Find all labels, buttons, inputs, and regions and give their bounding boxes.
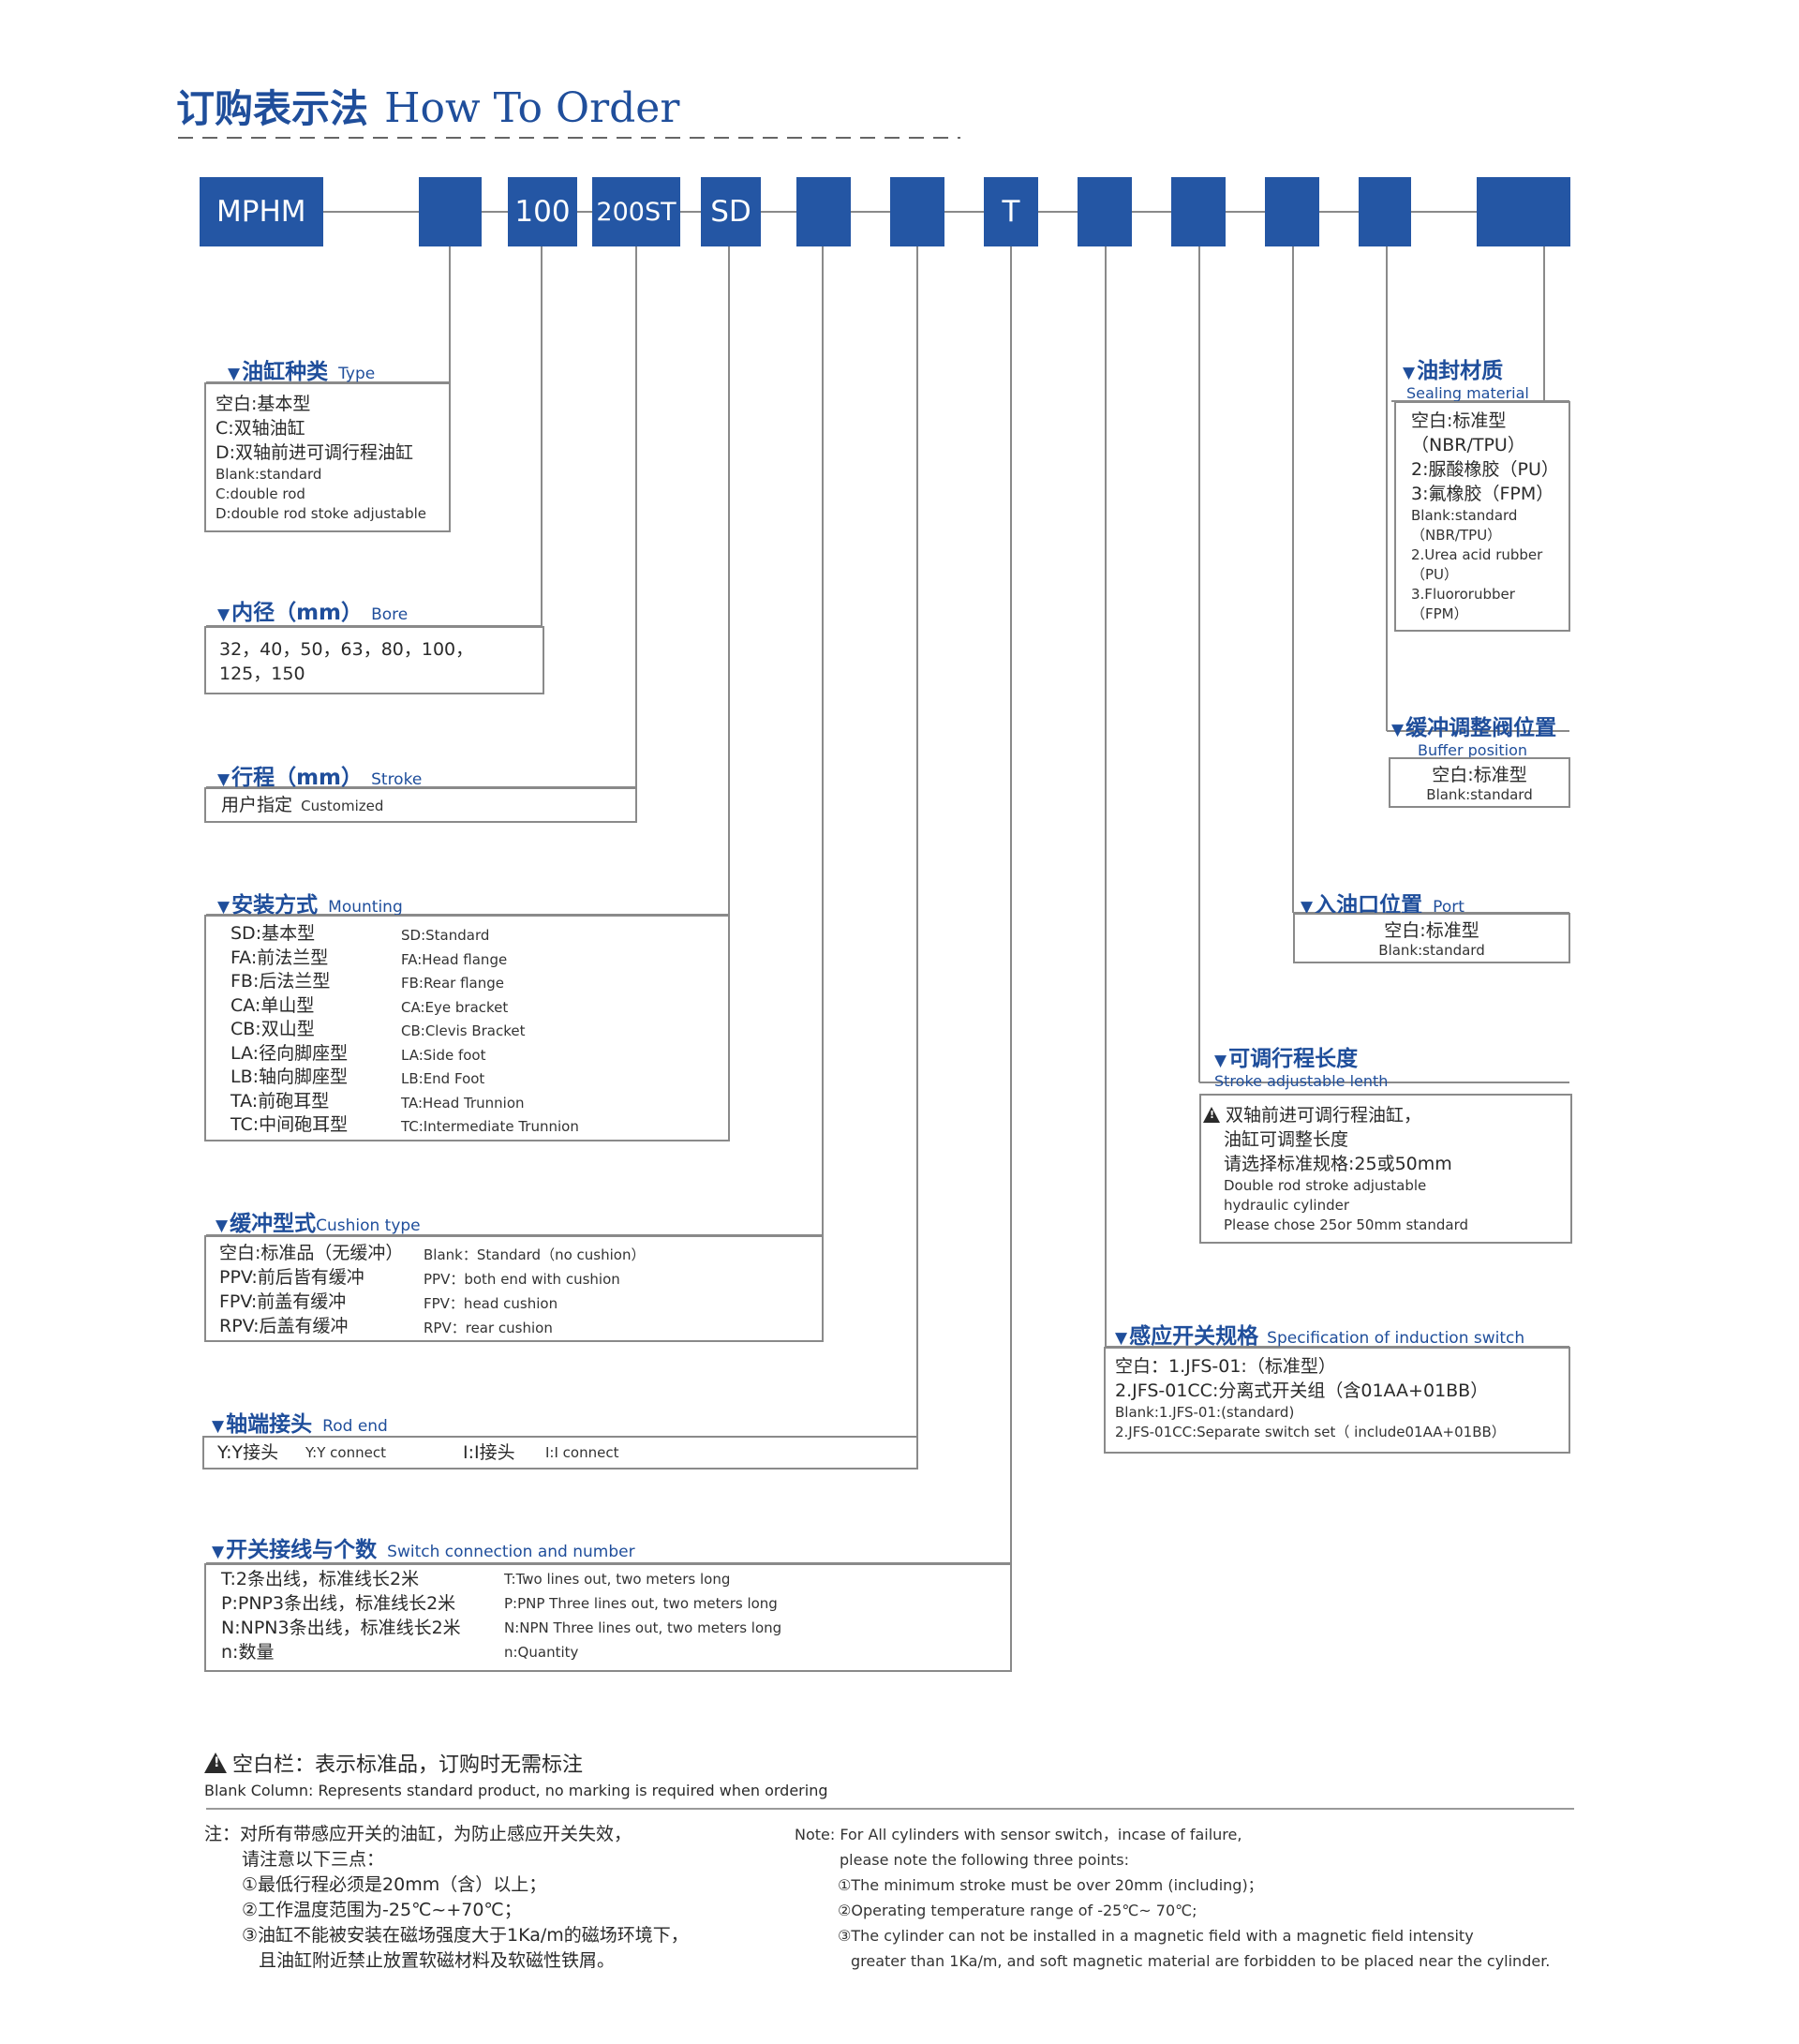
code-box-rod-end xyxy=(890,177,944,246)
type-box: 空白:基本型 C:双轴油缸 D:双轴前进可调行程油缸 Blank:standar… xyxy=(204,382,451,532)
sensor-heading: ▼感应开关规格 Specification of induction switc… xyxy=(1115,1324,1525,1349)
sealing-heading: ▼油封材质 Sealing material xyxy=(1403,359,1529,402)
code-box-stroke-adj xyxy=(1171,177,1226,246)
code-box-switch-conn: T xyxy=(984,177,1038,246)
mounting-heading: ▼安装方式 Mounting xyxy=(217,893,403,918)
code-box-stroke: 200ST xyxy=(592,177,680,246)
switch-conn-list-en: T:Two lines out, two meters long P:PNP T… xyxy=(504,1571,782,1661)
stroke-heading: ▼行程（mm） Stroke xyxy=(217,766,423,790)
stroke-box: 用户指定 Customized xyxy=(204,787,637,823)
title-en: How To Order xyxy=(384,84,680,132)
code-box-sensor xyxy=(1078,177,1132,246)
rod-end-heading: ▼轴端接头 Rod end xyxy=(212,1412,388,1437)
switch-conn-list-cn: T:2条出线，标准线长2米 P:PNP3条出线，标准线长2米 N:NPN3条出线… xyxy=(221,1569,461,1663)
code-box-cushion xyxy=(796,177,851,246)
notes-en: Note: For All cylinders with sensor swit… xyxy=(795,1826,1551,1970)
type-heading: ▼油缸种类 Type xyxy=(228,360,376,384)
mounting-box: SD:基本型 FA:前法兰型 FB:后法兰型 CA:单山型 CB:双山型 LA:… xyxy=(204,915,730,1141)
page-title: 订购表示法 How To Order xyxy=(176,77,679,133)
cushion-list-en: Blank：Standard（no cushion） PPV：both end … xyxy=(424,1246,646,1336)
cushion-heading: ▼缓冲型式Cushion type xyxy=(216,1212,421,1236)
cushion-list-cn: 空白:标准品（无缓冲） PPV:前后皆有缓冲 FPV:前盖有缓冲 RPV:后盖有… xyxy=(219,1243,404,1336)
code-box-port xyxy=(1265,177,1319,246)
stroke-adj-box: 双轴前进可调行程油缸， 油缸可调整长度 请选择标准规格:25或50mm Doub… xyxy=(1199,1094,1572,1244)
buffer-box: 空白:标准型 Blank:standard xyxy=(1389,757,1570,808)
switch-conn-heading: ▼开关接线与个数 Switch connection and number xyxy=(212,1538,635,1562)
warning-icon xyxy=(204,1753,227,1773)
mounting-list-en: SD:Standard FA:Head flange FB:Rear flang… xyxy=(401,927,579,1135)
code-box-mounting: SD xyxy=(701,177,761,246)
code-box-type xyxy=(419,177,482,246)
switch-conn-box: T:2条出线，标准线长2米 P:PNP3条出线，标准线长2米 N:NPN3条出线… xyxy=(204,1563,1012,1672)
sensor-box: 空白：1.JFS-01:（标准型） 2.JFS-01CC:分离式开关组（含01A… xyxy=(1104,1347,1570,1454)
code-box-bore: 100 xyxy=(508,177,577,246)
stroke-adj-warning: 双轴前进可调行程油缸， xyxy=(1203,1103,1421,1127)
blank-column-note: 空白栏：表示标准品，订购时无需标注 Blank Column: Represen… xyxy=(204,1748,828,1799)
mounting-list-cn: SD:基本型 FA:前法兰型 FB:后法兰型 CA:单山型 CB:双山型 LA:… xyxy=(230,923,349,1135)
port-box: 空白:标准型 Blank:standard xyxy=(1293,913,1570,963)
code-box-model: MPHM xyxy=(200,177,323,246)
cushion-box: 空白:标准品（无缓冲） PPV:前后皆有缓冲 FPV:前盖有缓冲 RPV:后盖有… xyxy=(204,1235,824,1342)
rod-end-box: Y:Y接头 Y:Y connect I:I接头 I:I connect xyxy=(202,1436,918,1470)
bore-box: 32，40，50，63，80，100， 125，150 xyxy=(204,626,544,694)
stroke-adj-text: 油缸可调整长度 请选择标准规格:25或50mm Double rod strok… xyxy=(1224,1129,1468,1233)
code-box-buffer xyxy=(1359,177,1411,246)
buffer-heading: ▼缓冲调整阀位置 Buffer position xyxy=(1391,716,1557,759)
bore-heading: ▼内径（mm） Bore xyxy=(217,601,409,625)
sealing-box: 空白:标准型 （NBR/TPU） 2:脲酸橡胶（PU） 3:氟橡胶（FPM） B… xyxy=(1394,401,1570,632)
warning-icon xyxy=(1203,1107,1220,1123)
stroke-adj-heading: ▼可调行程长度 Stroke adjustable lenth xyxy=(1214,1047,1389,1090)
code-box-sealing xyxy=(1477,177,1570,246)
title-cn: 订购表示法 xyxy=(176,86,368,131)
notes-cn: 注：对所有带感应开关的油缸，为防止感应开关失效， 请注意以下三点： ①最低行程必… xyxy=(204,1824,689,1971)
